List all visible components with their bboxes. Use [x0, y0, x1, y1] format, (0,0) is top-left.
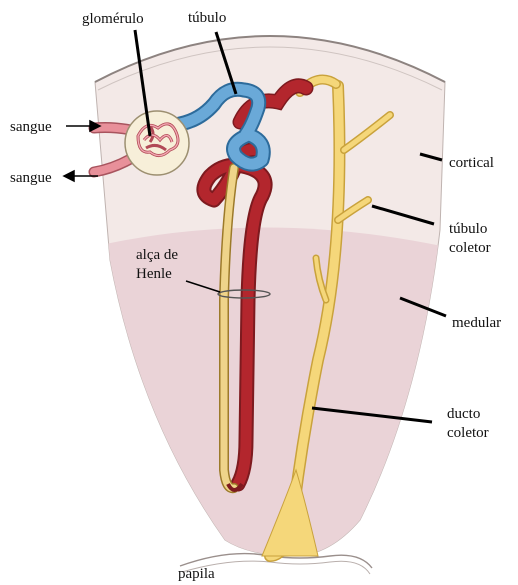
tubulo-coletor-label-line2: coletor	[449, 240, 491, 256]
alca-label-line1: alça de	[136, 247, 178, 263]
cortical-label: cortical	[449, 155, 494, 171]
sangue-out-label: sangue	[10, 170, 52, 186]
tubulo-label: túbulo	[188, 10, 226, 26]
sangue-in-label: sangue	[10, 119, 52, 135]
medular-label: medular	[452, 315, 501, 331]
bowman-capsule	[125, 111, 189, 175]
ducto-coletor-label-line2: coletor	[447, 425, 489, 441]
alca-label-line2: Henle	[136, 266, 172, 282]
ducto-coletor-label-line1: ducto	[447, 406, 480, 422]
tubulo-coletor-label-line1: túbulo	[449, 221, 487, 237]
papila-label: papila	[178, 566, 215, 582]
glomerulo-label: glomérulo	[82, 11, 144, 27]
